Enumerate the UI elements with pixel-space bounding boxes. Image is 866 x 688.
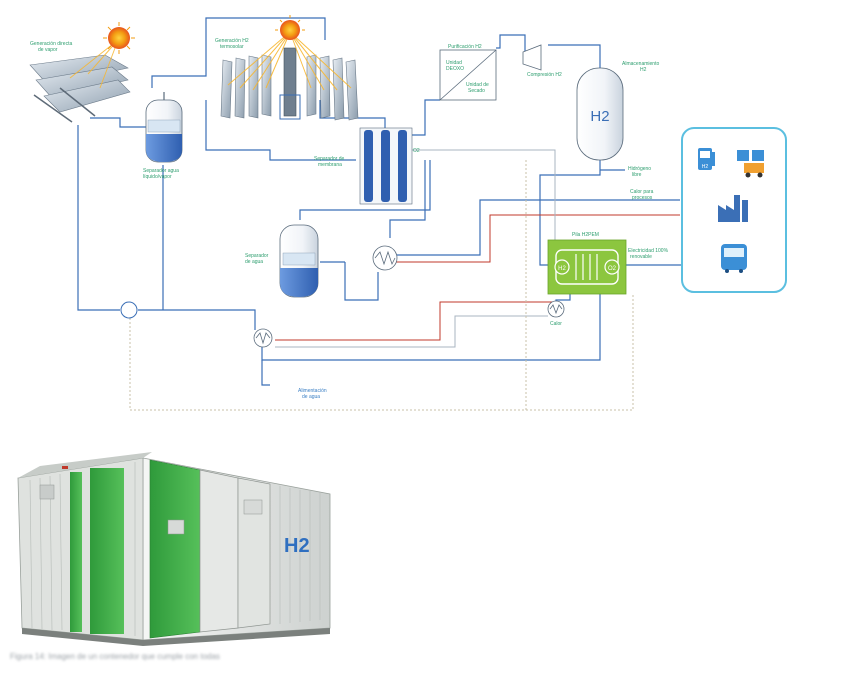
water-separator: [279, 224, 319, 298]
h2-fuel-pump-icon: H2: [698, 148, 715, 170]
liquid-vapor-separator: [145, 92, 183, 163]
grey-pipes: [275, 149, 556, 348]
direct-steam-solar-field: [29, 39, 131, 123]
membrane-separator: [359, 127, 413, 205]
pump: [120, 301, 138, 319]
hydrogen-container-image: [17, 452, 331, 646]
dashed-lines: [129, 160, 634, 411]
label-fuel-cell: Pila H2PEM: [572, 232, 599, 238]
bus-icon: [721, 244, 747, 273]
label-cell-h2: H2: [558, 266, 566, 272]
sun-icon: [103, 22, 135, 54]
label-cell-o2: O2: [608, 266, 617, 272]
h2-compressor: [522, 44, 542, 71]
sun-icon: [275, 15, 305, 40]
label-o2: O2: [413, 148, 420, 154]
fuel-cell: [547, 239, 627, 295]
red-pipes: [275, 214, 680, 341]
thermal-h2-solar-tower: [220, 31, 359, 121]
figure-caption: Figura 14: Imagen de un contenedor que c…: [10, 652, 220, 661]
label-h2-tank: H2: [590, 108, 609, 125]
container-logo: H2: [284, 535, 310, 557]
heat-exchanger: [372, 245, 398, 271]
h2-storage-tank: [576, 67, 624, 161]
factory-icon: [718, 195, 748, 222]
heat-exchanger: [253, 328, 273, 348]
h2-purification-unit: [439, 49, 497, 101]
truck-icon: [737, 150, 764, 178]
label-h2-purification: Purificación H2: [448, 44, 482, 50]
blue-pipes: [77, 17, 685, 386]
svg-text:H2: H2: [702, 164, 709, 170]
label-renewable-electricity: Electricidad 100%renovable: [628, 248, 669, 260]
label-h2-compression: Compresión H2: [527, 72, 562, 78]
label-heat: Calor: [550, 321, 562, 327]
heat-exchanger: [547, 300, 565, 318]
